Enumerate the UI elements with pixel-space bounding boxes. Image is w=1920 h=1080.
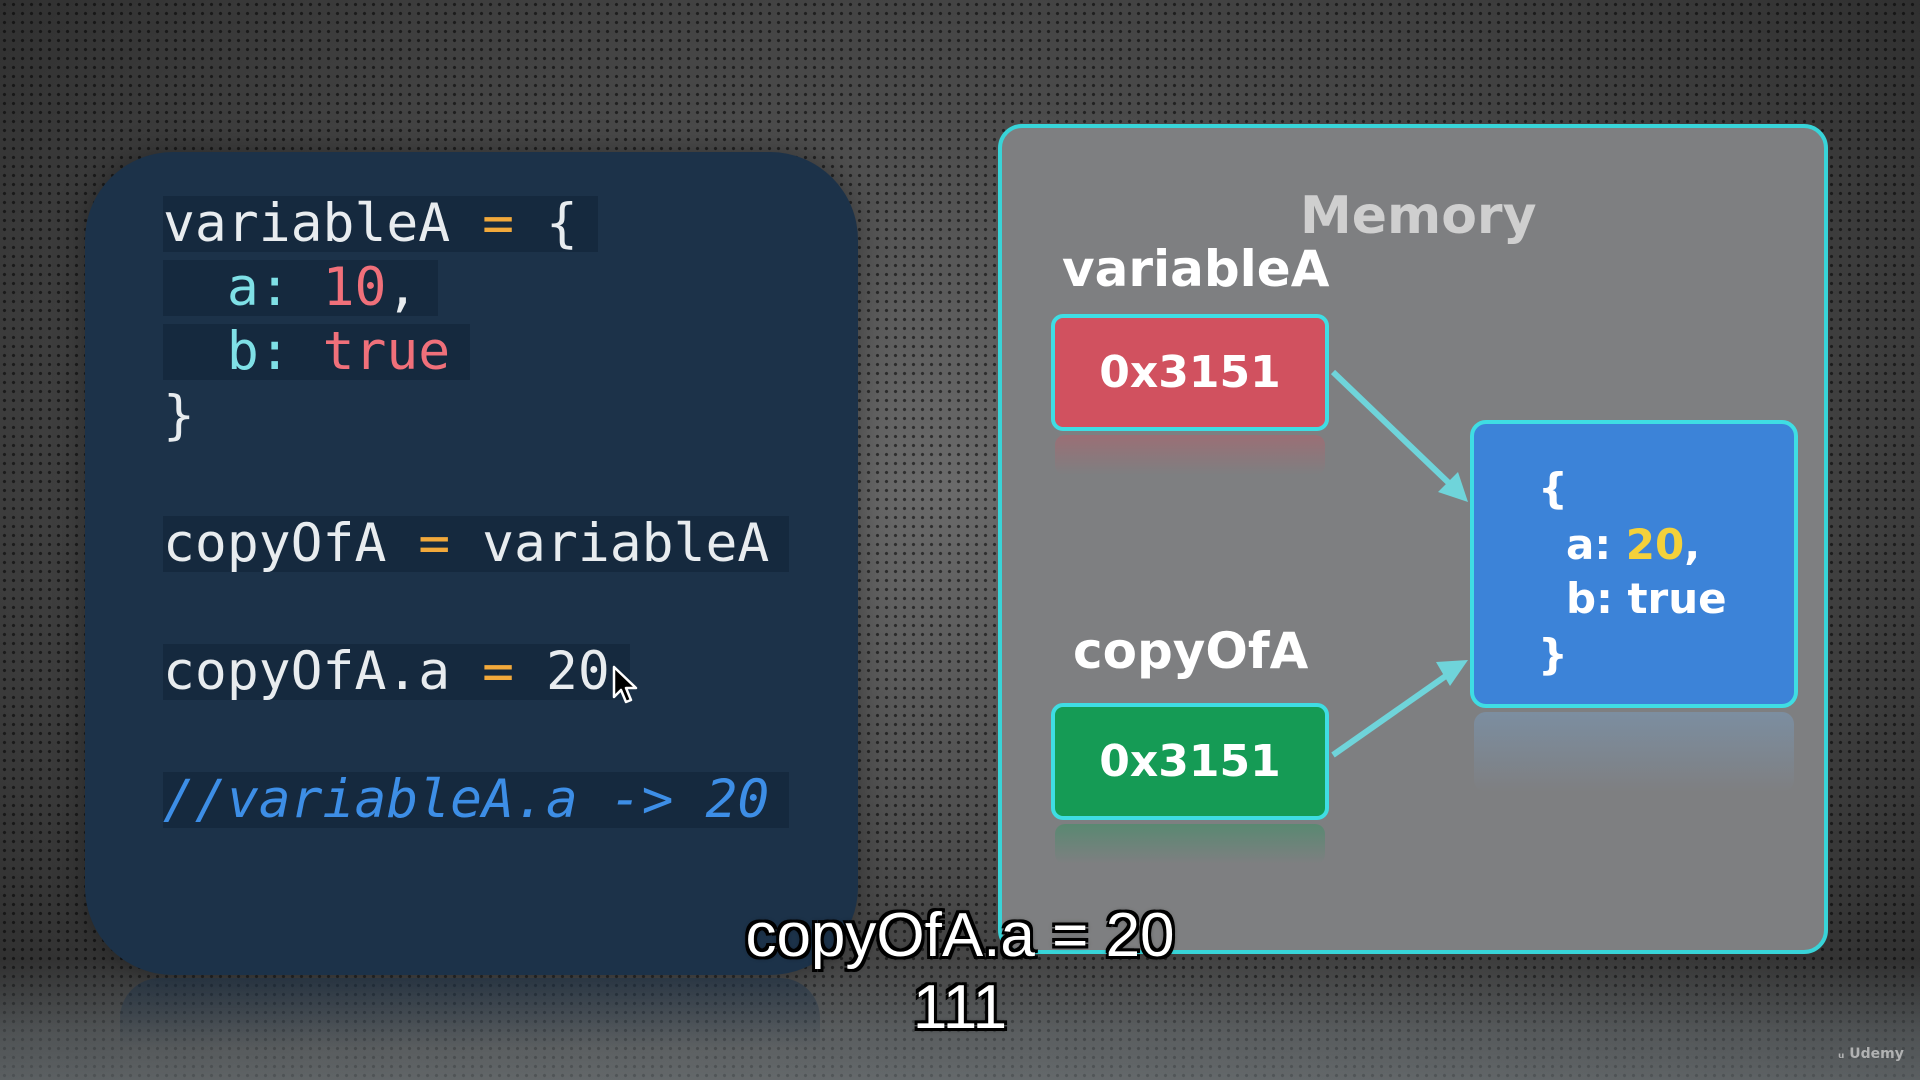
- udemy-logo: ᵤ Udemy: [1838, 1046, 1904, 1062]
- udemy-logo-icon: ᵤ: [1838, 1046, 1845, 1062]
- variable-a-address-box: 0x3151: [1051, 314, 1329, 431]
- code-line-3: b: true: [163, 324, 471, 380]
- code-line-6: copyOfA.a = 20: [163, 644, 630, 700]
- code-comment: //variableA.a -> 20: [163, 772, 790, 828]
- code-line-5: copyOfA = variableA: [163, 516, 790, 572]
- code-panel-reflection: [120, 978, 820, 1048]
- arrow-head-copy-of-a-icon: [1436, 660, 1468, 686]
- object-line-b: b: true: [1566, 574, 1727, 623]
- variable-a-address: 0x3151: [1099, 347, 1281, 398]
- object-reflection: [1474, 712, 1794, 792]
- object-close-brace: }: [1538, 630, 1568, 679]
- object-line-a: a: 20,: [1566, 520, 1701, 569]
- arrow-copy-of-a: [1331, 670, 1452, 758]
- object-box: { a: 20, b: true }: [1470, 420, 1798, 708]
- mouse-cursor-icon: [612, 665, 638, 704]
- copy-of-a-reflection: [1055, 824, 1325, 864]
- subtitle-line-2: 111: [912, 973, 1008, 1042]
- object-open-brace: {: [1538, 464, 1568, 513]
- arrow-variable-a: [1330, 369, 1455, 489]
- code-line-2: a: 10,: [163, 260, 439, 316]
- arrow-head-variable-a-icon: [1438, 472, 1468, 502]
- memory-title: Memory: [1300, 186, 1537, 246]
- copy-of-a-address: 0x3151: [1099, 736, 1281, 787]
- subtitle-line-1: copyOfA.a = 20: [745, 901, 1175, 970]
- copy-of-a-label: copyOfA: [1073, 622, 1309, 680]
- variable-a-reflection: [1055, 435, 1325, 475]
- copy-of-a-address-box: 0x3151: [1051, 703, 1329, 820]
- code-line-1: variableA = {: [163, 196, 598, 252]
- variable-a-label: variableA: [1062, 240, 1330, 298]
- code-line-4: }: [163, 385, 195, 446]
